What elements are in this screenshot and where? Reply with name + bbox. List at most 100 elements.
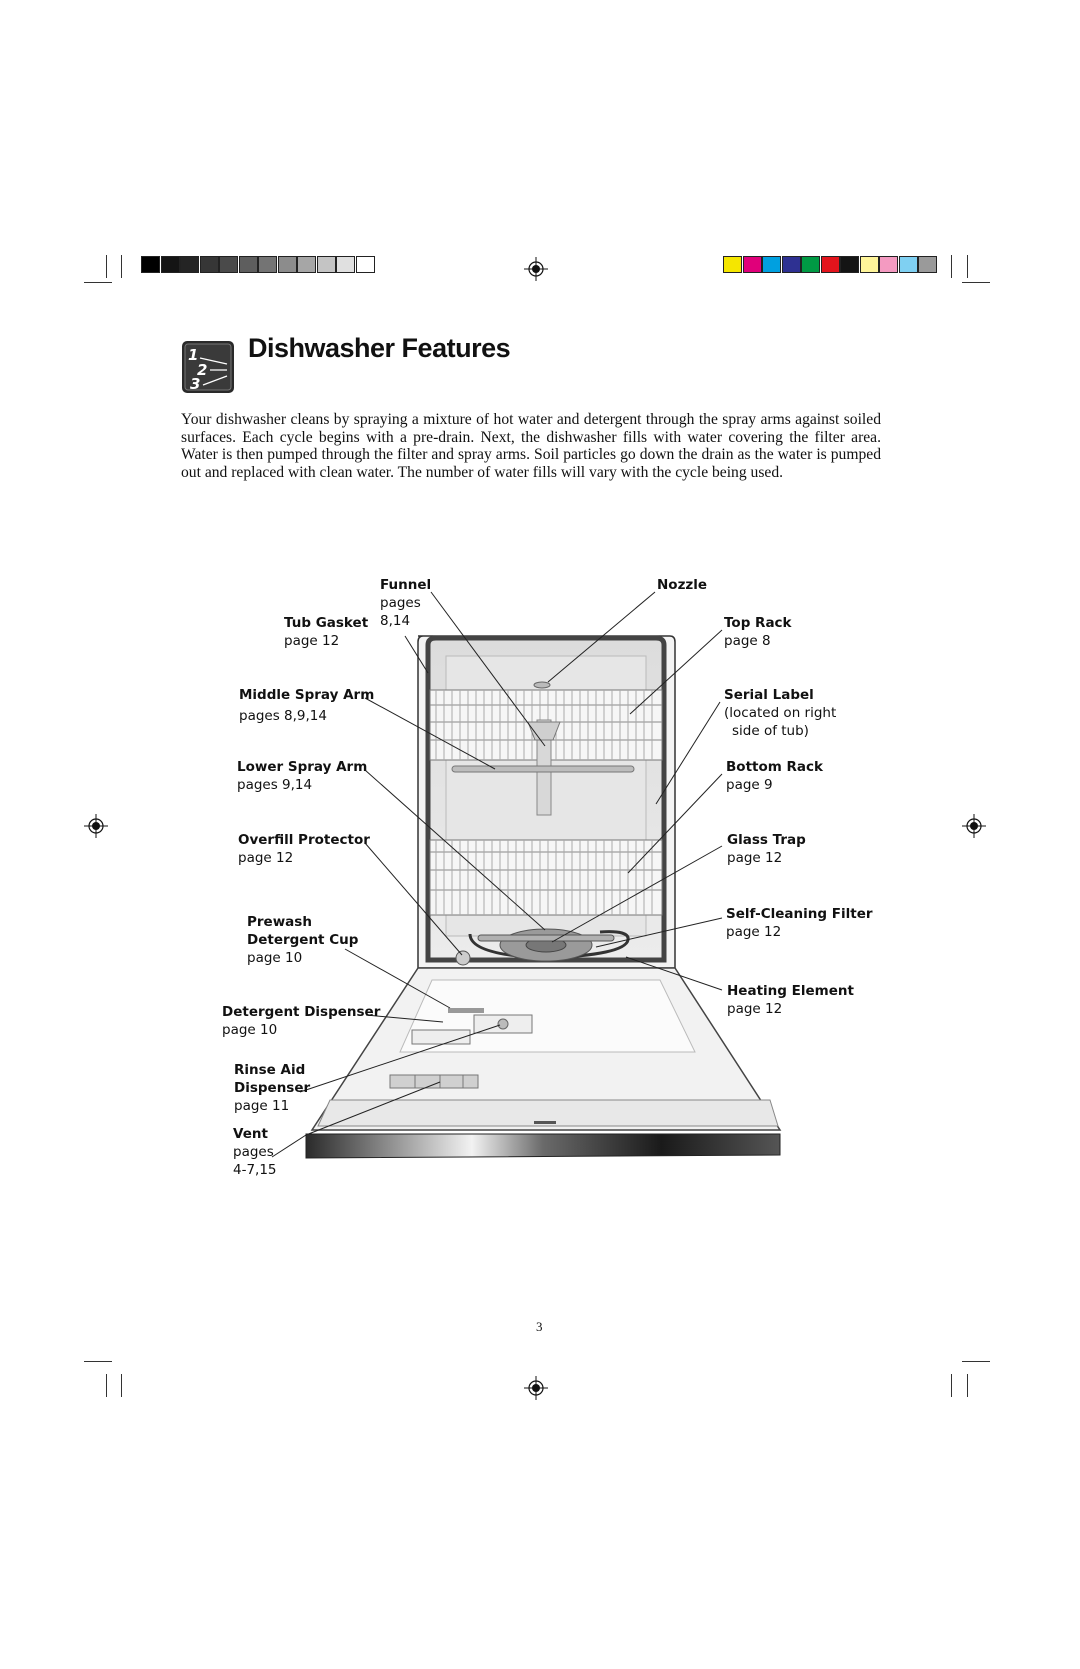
label-vent: Vent pages 4-7,15	[233, 1125, 277, 1179]
label-nozzle: Nozzle	[657, 576, 707, 594]
label-bottom-rack-name: Bottom Rack	[726, 759, 823, 775]
label-heating-element: Heating Element page 12	[727, 982, 854, 1018]
step-digit-2: 2	[197, 361, 207, 379]
color-swatch	[316, 256, 336, 273]
label-prewash-ref: page 10	[247, 950, 303, 966]
label-glass-trap-name: Glass Trap	[727, 832, 806, 848]
label-top-rack-ref: page 8	[724, 633, 771, 649]
crop-mark	[84, 1361, 112, 1362]
color-swatch	[801, 256, 820, 273]
leader-tub-gasket	[404, 635, 429, 674]
color-swatch	[219, 256, 238, 273]
leader-detergent-dispenser	[365, 1014, 444, 1023]
label-overfill-protector-name: Overfill Protector	[238, 832, 370, 848]
label-self-cleaning-filter-name: Self-Cleaning Filter	[726, 906, 873, 922]
crop-mark	[121, 1374, 122, 1397]
crop-mark	[967, 1374, 968, 1397]
label-heating-element-name: Heating Element	[727, 983, 854, 999]
color-swatch	[355, 256, 375, 273]
leader-bottom-rack	[627, 773, 723, 874]
crop-mark	[106, 255, 107, 278]
leader-prewash-cup	[344, 948, 451, 1009]
label-tub-gasket-ref: page 12	[284, 633, 340, 649]
label-self-cleaning-filter: Self-Cleaning Filter page 12	[726, 905, 873, 941]
label-vent-ref: 4-7,15	[233, 1162, 277, 1178]
leader-funnel	[430, 591, 546, 747]
label-funnel-name: Funnel	[380, 577, 432, 593]
label-middle-spray-arm: Middle Spray Arm pages 8,9,14	[239, 686, 374, 725]
label-tub-gasket-name: Tub Gasket	[284, 615, 369, 631]
label-detergent-dispenser-name: Detergent Dispenser	[222, 1004, 381, 1020]
label-prewash-name2: Detergent Cup	[247, 932, 359, 948]
crop-mark	[121, 255, 122, 278]
label-bottom-rack-ref: page 9	[726, 777, 773, 793]
label-glass-trap-ref: page 12	[727, 850, 783, 866]
label-funnel-pages: pages	[380, 595, 421, 611]
crop-mark	[84, 282, 112, 283]
label-detergent-dispenser-ref: page 10	[222, 1022, 278, 1038]
color-swatch	[840, 256, 859, 273]
color-swatch	[859, 256, 879, 273]
leader-rinse-aid	[299, 1024, 501, 1093]
label-top-rack-name: Top Rack	[724, 615, 792, 631]
leader-heating-element	[625, 956, 723, 991]
registration-mark-icon	[524, 257, 548, 281]
label-glass-trap: Glass Trap page 12	[727, 831, 806, 867]
label-serial-label-line1: (located on right	[724, 705, 837, 721]
step-digit-1: 1	[188, 346, 198, 364]
registration-mark-icon	[84, 814, 108, 838]
label-rinse-aid-name1: Rinse Aid	[234, 1062, 306, 1078]
color-swatch	[879, 256, 898, 273]
registration-mark-icon	[962, 814, 986, 838]
label-overfill-protector: Overfill Protector page 12	[238, 831, 370, 867]
leader-lower-spray-arm	[364, 769, 546, 931]
label-prewash-name1: Prewash	[247, 914, 312, 930]
leader-serial-label	[655, 701, 721, 805]
page-title: Dishwasher Features	[248, 333, 511, 363]
leader-top-rack	[629, 629, 723, 715]
label-middle-spray-arm-ref: pages 8,9,14	[239, 708, 327, 724]
color-swatch	[742, 256, 762, 273]
color-swatch	[918, 256, 937, 273]
label-overfill-protector-ref: page 12	[238, 850, 294, 866]
label-top-rack: Top Rack page 8	[724, 614, 792, 650]
crop-mark	[962, 282, 990, 283]
leader-vent-a	[271, 1134, 307, 1158]
color-swatch	[762, 256, 781, 273]
label-serial-label: Serial Label (located on right side of t…	[724, 686, 836, 740]
color-swatch	[238, 256, 258, 273]
label-serial-label-line2: side of tub)	[732, 723, 809, 739]
label-bottom-rack: Bottom Rack page 9	[726, 758, 823, 794]
color-swatch	[199, 256, 219, 273]
label-self-cleaning-filter-ref: page 12	[726, 924, 782, 940]
color-swatch	[781, 256, 801, 273]
color-swatch	[141, 256, 160, 273]
step-digit-3: 3	[190, 375, 200, 393]
color-swatch	[297, 256, 316, 273]
leader-nozzle	[547, 591, 656, 683]
label-detergent-dispenser: Detergent Dispenser page 10	[222, 1003, 380, 1039]
label-funnel: Funnel pages 8,14	[380, 576, 431, 630]
color-swatch	[160, 256, 180, 273]
label-funnel-ref: 8,14	[380, 613, 411, 629]
color-swatch	[336, 256, 355, 273]
label-serial-label-name: Serial Label	[724, 687, 814, 703]
label-lower-spray-arm: Lower Spray Arm pages 9,14	[237, 758, 367, 794]
crop-mark	[951, 255, 952, 278]
page-number: 3	[536, 1319, 543, 1334]
color-swatch	[820, 256, 840, 273]
label-heating-element-ref: page 12	[727, 1001, 783, 1017]
label-vent-pages: pages	[233, 1144, 274, 1160]
leader-middle-spray-arm	[364, 697, 496, 770]
leader-vent-b	[305, 1081, 441, 1136]
label-middle-spray-arm-name: Middle Spray Arm	[239, 687, 375, 703]
label-tub-gasket: Tub Gasket page 12	[284, 614, 368, 650]
crop-mark	[967, 255, 968, 278]
label-rinse-aid-name2: Dispenser	[234, 1080, 311, 1096]
numbered-steps-icon: 1 2 3	[182, 341, 234, 393]
label-rinse-aid-dispenser: Rinse Aid Dispenser page 11	[234, 1061, 310, 1115]
label-prewash-detergent-cup: Prewash Detergent Cup page 10	[247, 913, 358, 967]
crop-mark	[106, 1374, 107, 1397]
leader-self-cleaning-filter	[595, 917, 723, 948]
